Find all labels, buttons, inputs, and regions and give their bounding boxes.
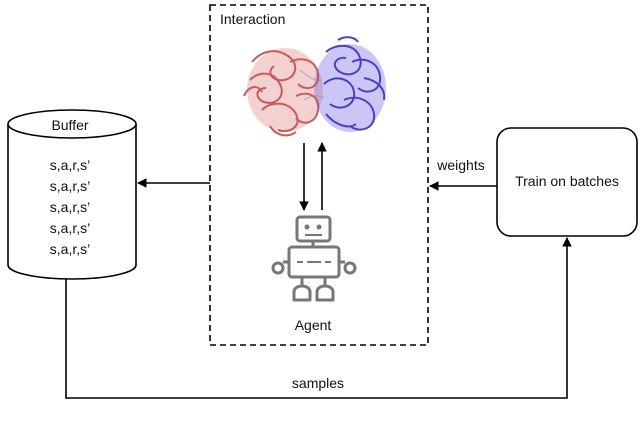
- buffer-entry: s,a,r,s’: [50, 199, 90, 215]
- buffer-entry: s,a,r,s’: [50, 220, 90, 236]
- buffer-title: Buffer: [51, 117, 88, 133]
- samples-label: samples: [292, 375, 344, 391]
- buffer-entry: s,a,r,s’: [50, 178, 90, 194]
- weights-label: weights: [436, 157, 484, 173]
- buffer-entry: s,a,r,s’: [50, 157, 90, 173]
- buffer-entries: s,a,r,s’ s,a,r,s’ s,a,r,s’ s,a,r,s’ s,a,…: [50, 157, 90, 257]
- buffer-entry: s,a,r,s’: [50, 241, 90, 257]
- interaction-box: Interaction: [209, 4, 429, 346]
- buffer-cylinder: Buffer s,a,r,s’ s,a,r,s’ s,a,r,s’ s,a,r,…: [7, 109, 137, 280]
- robot-icon: [271, 215, 357, 302]
- protein-strands: [299, 69, 325, 101]
- agent-label: Agent: [295, 317, 332, 333]
- samples-path: [65, 237, 572, 399]
- train-box: Train on batches: [496, 127, 638, 237]
- protein-right-lobe: [314, 36, 386, 132]
- interaction-title: Interaction: [220, 11, 285, 27]
- protein-left-lobe: [243, 48, 323, 137]
- train-label: Train on batches: [515, 173, 619, 189]
- interaction-arrows: [299, 142, 327, 211]
- protein-structure-icon: [243, 36, 386, 137]
